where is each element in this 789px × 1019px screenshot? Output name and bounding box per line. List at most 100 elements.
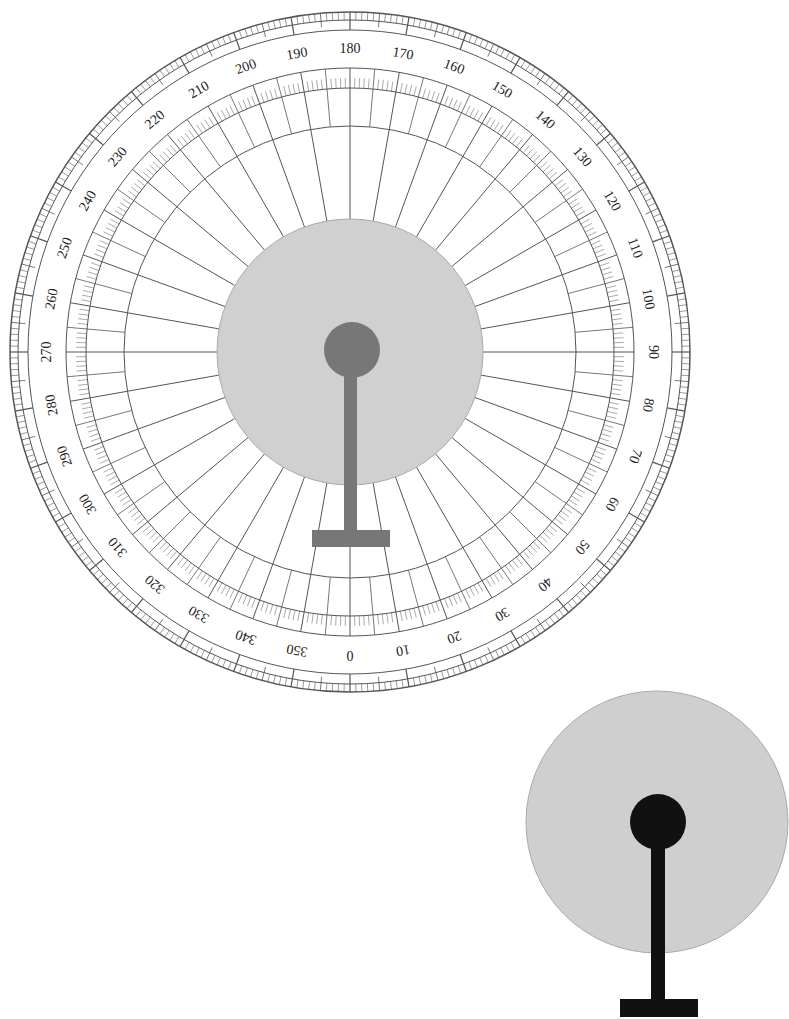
tick-mark: [611, 314, 621, 315]
tick-mark: [543, 165, 550, 172]
tick-mark: [595, 451, 604, 455]
tick-mark: [53, 513, 60, 517]
tick-mark: [33, 230, 40, 233]
tick-marks: [10, 12, 690, 692]
tick-mark: [614, 356, 624, 357]
tick-mark: [446, 557, 471, 610]
tick-mark: [682, 357, 690, 358]
tick-mark: [395, 477, 447, 619]
tick-mark: [150, 621, 155, 627]
tick-mark: [120, 203, 128, 208]
tick-mark: [675, 421, 683, 423]
tick-mark: [39, 487, 46, 490]
tick-mark: [481, 375, 630, 401]
tick-mark: [251, 669, 253, 677]
tick-mark: [601, 129, 607, 134]
tick-mark: [185, 55, 189, 62]
tick-mark: [75, 547, 81, 552]
tick-mark: [581, 583, 591, 593]
tick-mark: [510, 512, 551, 553]
scale-number: 150: [489, 78, 514, 101]
tick-mark: [298, 83, 300, 93]
tick-mark: [293, 610, 295, 620]
tick-mark: [474, 585, 479, 594]
tick-mark: [62, 172, 69, 176]
tick-mark: [11, 328, 19, 330]
tick-mark: [155, 73, 163, 84]
tick-mark: [481, 303, 630, 329]
tick-mark: [253, 85, 305, 227]
tick-mark: [39, 214, 46, 217]
scale-number: 240: [76, 188, 99, 213]
tick-mark: [76, 279, 132, 294]
tick-mark: [521, 637, 525, 644]
tick-mark: [143, 525, 151, 532]
tick-mark: [98, 455, 107, 459]
tick-mark: [91, 263, 100, 266]
tick-mark: [445, 96, 449, 105]
tick-mark: [101, 120, 107, 125]
tick-mark: [387, 81, 388, 91]
tick-mark: [247, 597, 251, 606]
tick-mark: [201, 650, 205, 657]
tick-mark: [505, 566, 511, 574]
tick-mark: [572, 599, 577, 605]
scale-number: 100: [640, 288, 657, 311]
tick-mark: [17, 281, 25, 283]
tick-mark: [88, 272, 98, 275]
tick-mark: [274, 21, 276, 29]
tick-mark: [619, 152, 625, 157]
pointer-stem: [344, 352, 357, 532]
tick-mark: [611, 393, 621, 395]
tick-mark: [572, 99, 577, 105]
tick-mark: [349, 12, 350, 30]
tick-mark: [581, 112, 591, 122]
tick-mark: [617, 539, 628, 547]
tick-mark: [114, 107, 120, 113]
tick-mark: [136, 88, 141, 94]
tick-mark: [384, 682, 386, 690]
tick-mark: [535, 189, 583, 222]
tick-mark: [576, 595, 581, 601]
tick-mark: [596, 447, 605, 451]
tick-mark: [76, 337, 86, 339]
tick-mark: [591, 459, 600, 463]
tick-mark: [608, 295, 618, 297]
tick-mark: [409, 85, 411, 95]
tick-mark: [576, 488, 585, 493]
tick-mark: [314, 682, 316, 690]
tick-mark: [326, 13, 328, 21]
tick-mark: [486, 117, 491, 126]
tick-mark: [511, 58, 520, 74]
tick-mark: [559, 88, 564, 94]
tick-mark: [611, 389, 621, 390]
tick-mark: [265, 91, 268, 101]
tick-mark: [640, 513, 647, 517]
tick-mark: [89, 434, 99, 437]
tick-mark: [261, 93, 264, 102]
tick-mark: [400, 611, 402, 621]
tick-mark: [604, 425, 614, 428]
tick-mark: [277, 570, 292, 626]
tick-mark: [614, 337, 624, 339]
tick-mark: [23, 258, 31, 260]
scale-number: 310: [106, 534, 130, 559]
tick-mark: [614, 342, 624, 343]
tick-mark: [608, 138, 614, 143]
tick-mark: [457, 593, 461, 602]
tick-mark: [87, 425, 97, 428]
tick-mark: [115, 211, 124, 216]
tick-mark: [88, 429, 98, 432]
tick-mark: [146, 169, 153, 176]
tick-mark: [136, 610, 141, 616]
tick-mark: [146, 529, 153, 536]
tick-mark: [217, 112, 222, 121]
tick-mark: [549, 172, 557, 179]
scale-number: 170: [391, 45, 414, 62]
tick-mark: [17, 421, 25, 423]
tick-mark: [653, 487, 660, 490]
tick-mark: [600, 263, 609, 266]
tick-mark: [378, 615, 379, 625]
tick-mark: [509, 563, 515, 571]
tick-mark: [581, 219, 590, 224]
